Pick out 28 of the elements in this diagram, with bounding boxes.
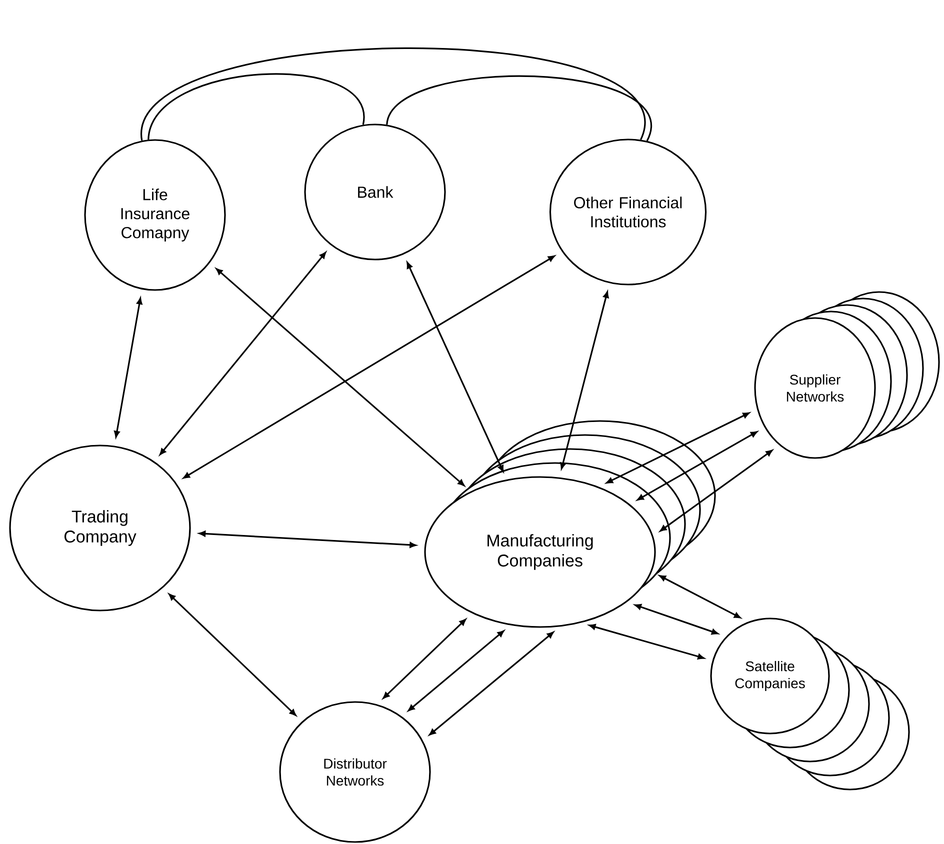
arrow <box>637 431 758 500</box>
arrow <box>634 604 718 635</box>
arrow <box>216 268 465 486</box>
arrow <box>382 618 466 699</box>
arrow <box>660 450 773 532</box>
ellipse-node: Satellite Companies <box>710 618 830 734</box>
ellipse-node: Life Insurance Comapny <box>84 139 226 291</box>
arrow <box>606 412 750 484</box>
ellipse-node: Manufacturing Companies <box>424 476 656 628</box>
arrow <box>588 624 704 660</box>
connecting-curve <box>386 76 652 142</box>
arrow <box>408 630 504 712</box>
connecting-curve <box>141 47 644 141</box>
ellipse-node: Trading Company <box>9 444 191 612</box>
arrow <box>659 575 741 618</box>
arrow <box>114 298 142 438</box>
arrow <box>199 530 416 548</box>
arrow <box>406 262 504 472</box>
ellipse-node: Other Financial Institutions <box>549 138 707 286</box>
arrow <box>429 632 554 736</box>
arrow <box>160 252 326 456</box>
arrow <box>560 291 609 470</box>
ellipse-node: Bank <box>304 124 446 260</box>
ellipse-node: Supplier Networks <box>754 317 876 459</box>
connecting-curve <box>148 73 364 140</box>
ellipse-node: Distributor Networks <box>279 701 431 843</box>
arrow <box>183 256 555 479</box>
arrow <box>168 594 296 716</box>
